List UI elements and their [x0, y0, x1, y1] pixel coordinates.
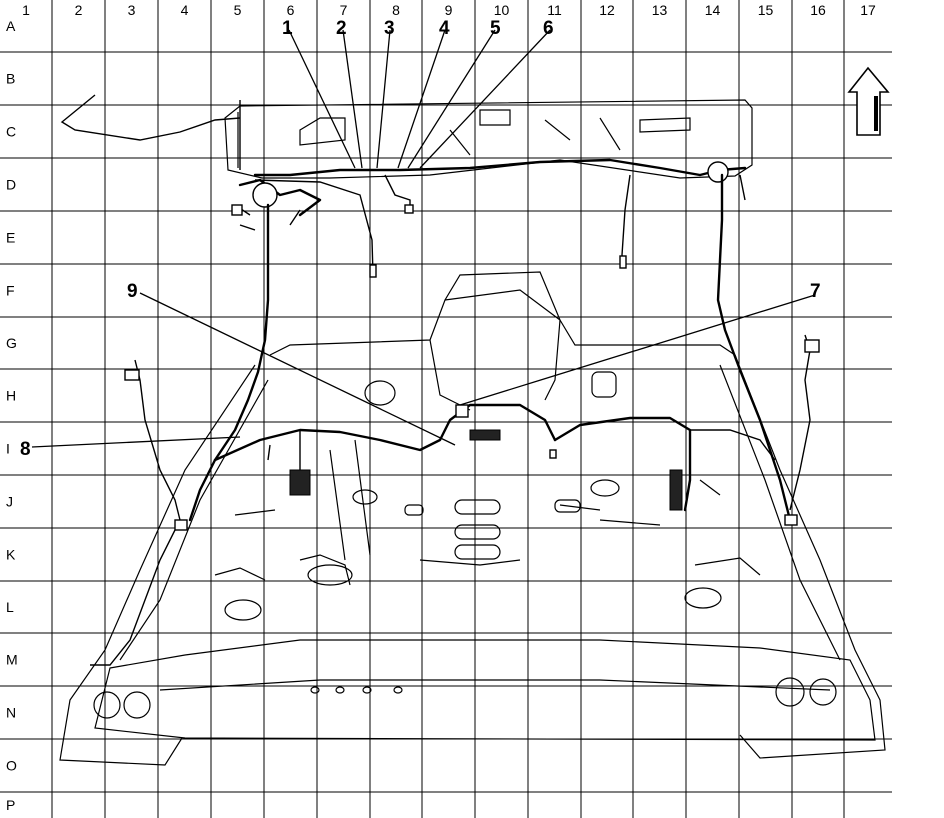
column-label: 10 — [494, 2, 510, 18]
row-label: H — [6, 388, 16, 404]
row-label: D — [6, 177, 16, 193]
wiring-harness — [90, 100, 820, 666]
row-label: F — [6, 283, 15, 299]
row-label: M — [6, 652, 18, 668]
row-label: I — [6, 441, 10, 457]
row-label: L — [6, 599, 14, 615]
column-label: 4 — [181, 2, 189, 18]
column-label: 11 — [547, 2, 562, 18]
column-label: 9 — [445, 2, 453, 18]
column-label: 17 — [860, 2, 876, 18]
row-label: P — [6, 797, 15, 813]
callout-1: 1 — [282, 18, 293, 39]
vehicle-floor-outline — [59, 94, 886, 766]
callout-3: 3 — [384, 18, 395, 39]
row-label: E — [6, 230, 15, 246]
column-label: 3 — [128, 2, 136, 18]
row-label: K — [6, 547, 16, 563]
callout-leaders — [31, 29, 816, 448]
column-label: 13 — [652, 2, 668, 18]
column-label: 2 — [75, 2, 83, 18]
row-label: J — [6, 494, 13, 510]
callout-4: 4 — [439, 18, 450, 39]
row-label: N — [6, 705, 16, 721]
column-label: 7 — [340, 2, 348, 18]
row-label: C — [6, 124, 16, 140]
row-label: O — [6, 758, 17, 774]
row-label: G — [6, 335, 17, 351]
reference-grid — [0, 0, 892, 818]
row-label: A — [6, 18, 16, 34]
callout-6: 6 — [543, 18, 554, 39]
column-label: 1 — [22, 2, 30, 18]
column-label: 6 — [287, 2, 295, 18]
up-arrow-icon — [847, 66, 890, 136]
callout-2: 2 — [336, 18, 347, 39]
callout-9: 9 — [127, 281, 138, 302]
callout-7: 7 — [810, 281, 821, 302]
column-label: 5 — [234, 2, 242, 18]
column-label: 16 — [810, 2, 826, 18]
callout-5: 5 — [490, 18, 501, 39]
column-label: 15 — [758, 2, 774, 18]
column-label: 14 — [705, 2, 721, 18]
column-label: 8 — [392, 2, 400, 18]
row-label: B — [6, 71, 15, 87]
column-label: 12 — [599, 2, 615, 18]
callout-8: 8 — [20, 439, 31, 460]
row-labels: A B C D E F G H I J K L M N O P — [6, 18, 18, 813]
